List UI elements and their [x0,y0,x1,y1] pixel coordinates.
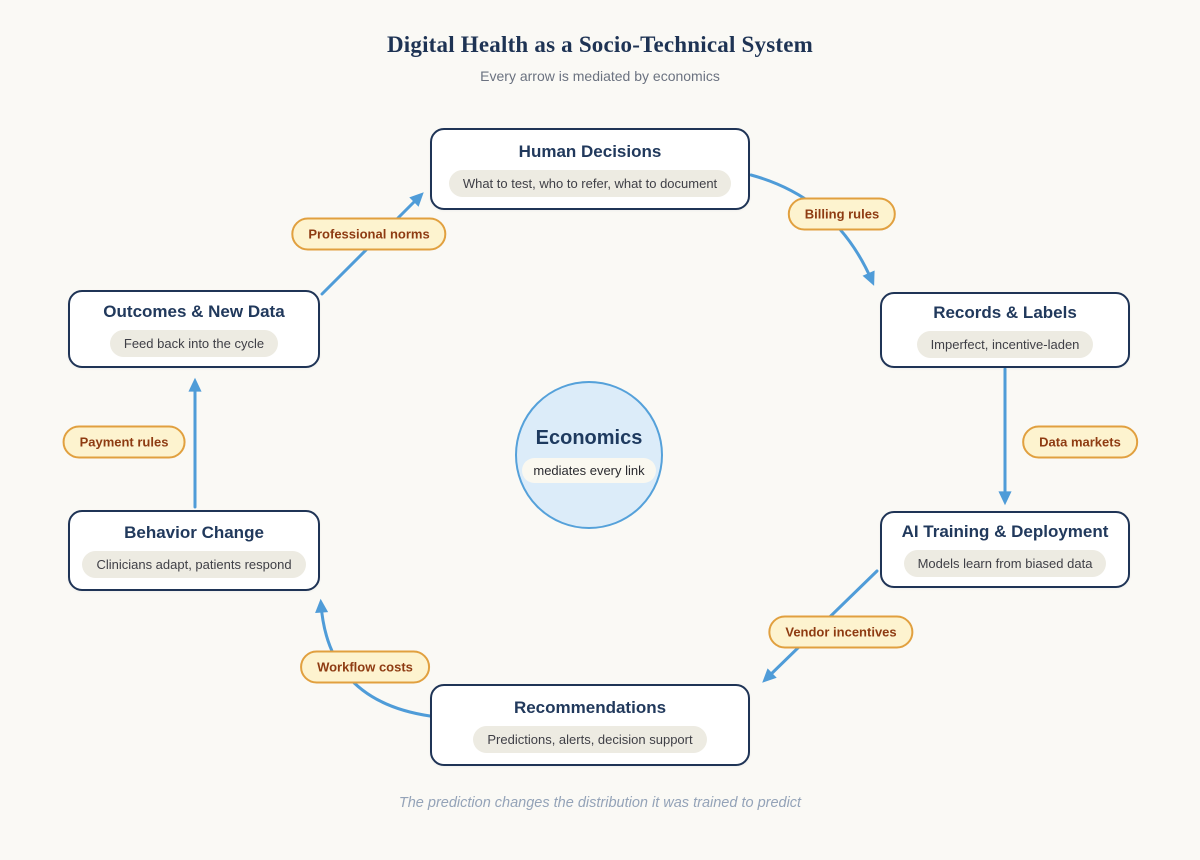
node-title: Outcomes & New Data [103,301,285,321]
economics-hub-subtitle: mediates every link [522,458,656,483]
edge-label-payment-rules: Payment rules [62,425,186,459]
node-title: Human Decisions [518,141,662,161]
node-title: Records & Labels [933,302,1077,322]
node-detail: Feed back into the cycle [109,329,279,357]
node-detail: Models learn from biased data [903,550,1107,577]
node-recommendations: Recommendations Predictions, alerts, dec… [430,684,750,766]
edge-label-workflow-costs: Workflow costs [300,650,430,684]
node-detail: Imperfect, incentive-laden [916,330,1094,358]
page-subtitle: Every arrow is mediated by economics [480,68,720,84]
node-title: Behavior Change [124,523,264,542]
footer-caption: The prediction changes the distribution … [398,795,802,811]
node-title: Recommendations [513,697,667,717]
edge-label-professional-norms: Professional norms [291,217,447,251]
node-detail: Clinicians adapt, patients respond [82,551,306,578]
node-detail: What to test, who to refer, what to docu… [448,169,732,197]
node-outcomes-new-data: Outcomes & New Data Feed back into the c… [68,290,320,368]
edge-label-billing-rules: Billing rules [787,197,897,231]
page-title: Digital Health as a Socio-Technical Syst… [386,32,814,57]
node-detail: Predictions, alerts, decision support [473,725,707,753]
edge-label-data-markets: Data markets [1022,425,1138,459]
node-records-labels: Records & Labels Imperfect, incentive-la… [880,292,1130,368]
header: Digital Health as a Socio-Technical Syst… [0,0,1200,84]
node-ai-training: AI Training & Deployment Models learn fr… [880,511,1130,588]
edge-label-vendor-incentives: Vendor incentives [768,615,914,649]
economics-hub-title: Economics [535,427,643,449]
economics-hub: Economics mediates every link [515,381,663,529]
node-behavior-change: Behavior Change Clinicians adapt, patien… [68,510,320,591]
node-human-decisions: Human Decisions What to test, who to ref… [430,128,750,210]
node-title: AI Training & Deployment [901,522,1109,541]
